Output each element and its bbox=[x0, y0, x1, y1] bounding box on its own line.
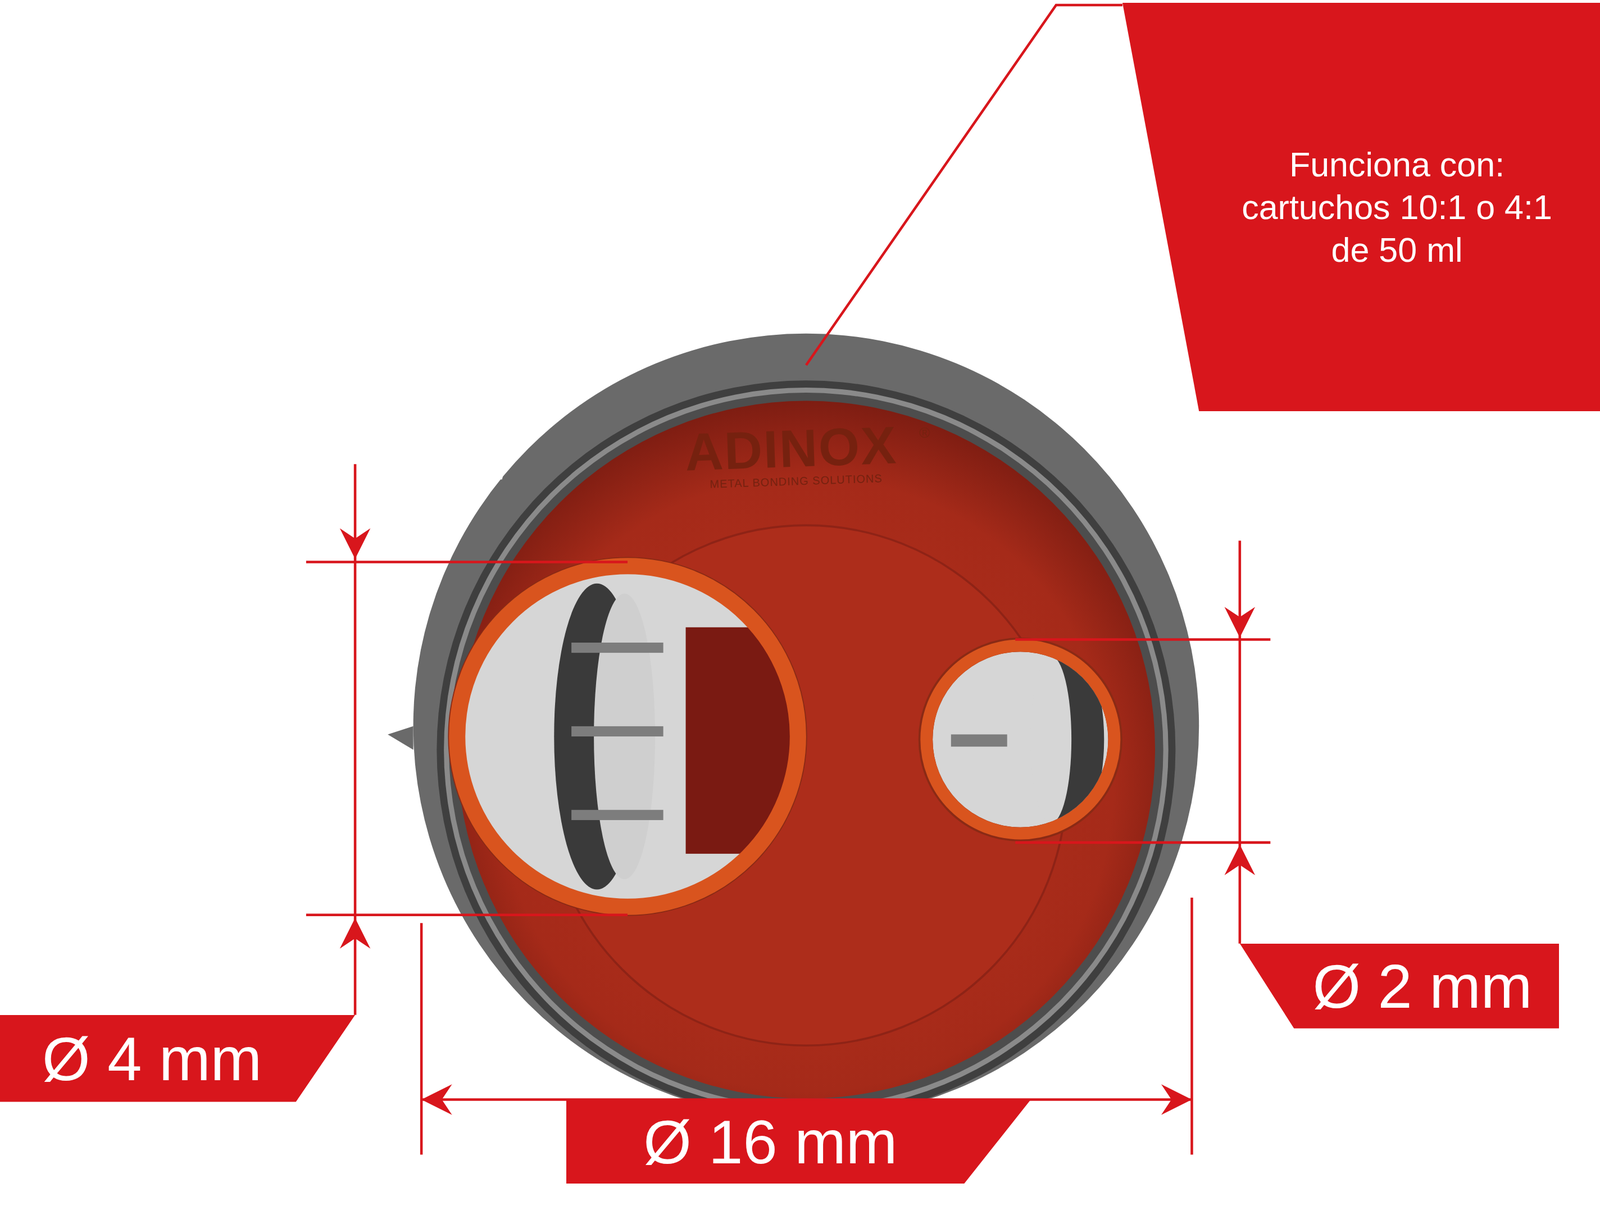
leader-line bbox=[806, 5, 1123, 366]
callout-banner: Funciona con: cartuchos 10:1 o 4:1 de 50… bbox=[1122, 2, 1600, 412]
small-outlet bbox=[918, 632, 1123, 847]
dimension-label: Ø 16 mm bbox=[566, 1100, 1031, 1184]
banner-text: Funciona con: cartuchos 10:1 o 4:1 de 50… bbox=[1219, 143, 1575, 272]
banner-fill bbox=[1239, 943, 1560, 1029]
banner-text: Ø 16 mm bbox=[643, 1103, 898, 1181]
banner-fill bbox=[1122, 2, 1600, 412]
dimension-2mm bbox=[1015, 540, 1271, 944]
registered-mark: ® bbox=[919, 424, 930, 442]
text-area: Ø 4 mm bbox=[10, 1015, 294, 1102]
banner-text: Ø 2 mm bbox=[1312, 947, 1533, 1026]
cartridge-collar bbox=[387, 333, 1204, 1120]
banner-text: Ø 4 mm bbox=[42, 1020, 262, 1098]
banner-fill bbox=[0, 1015, 356, 1102]
large-outlet bbox=[447, 556, 807, 918]
banner-fill bbox=[566, 1100, 1031, 1184]
dimension-label: Ø 4 mm bbox=[0, 1015, 356, 1102]
text-area: Ø 2 mm bbox=[1296, 943, 1549, 1029]
dimension-4mm bbox=[306, 464, 628, 1016]
text-area: Ø 16 mm bbox=[576, 1100, 965, 1184]
text-area: Funciona con: cartuchos 10:1 o 4:1 de 50… bbox=[1219, 2, 1575, 412]
dimension-label: Ø 2 mm bbox=[1239, 943, 1560, 1029]
